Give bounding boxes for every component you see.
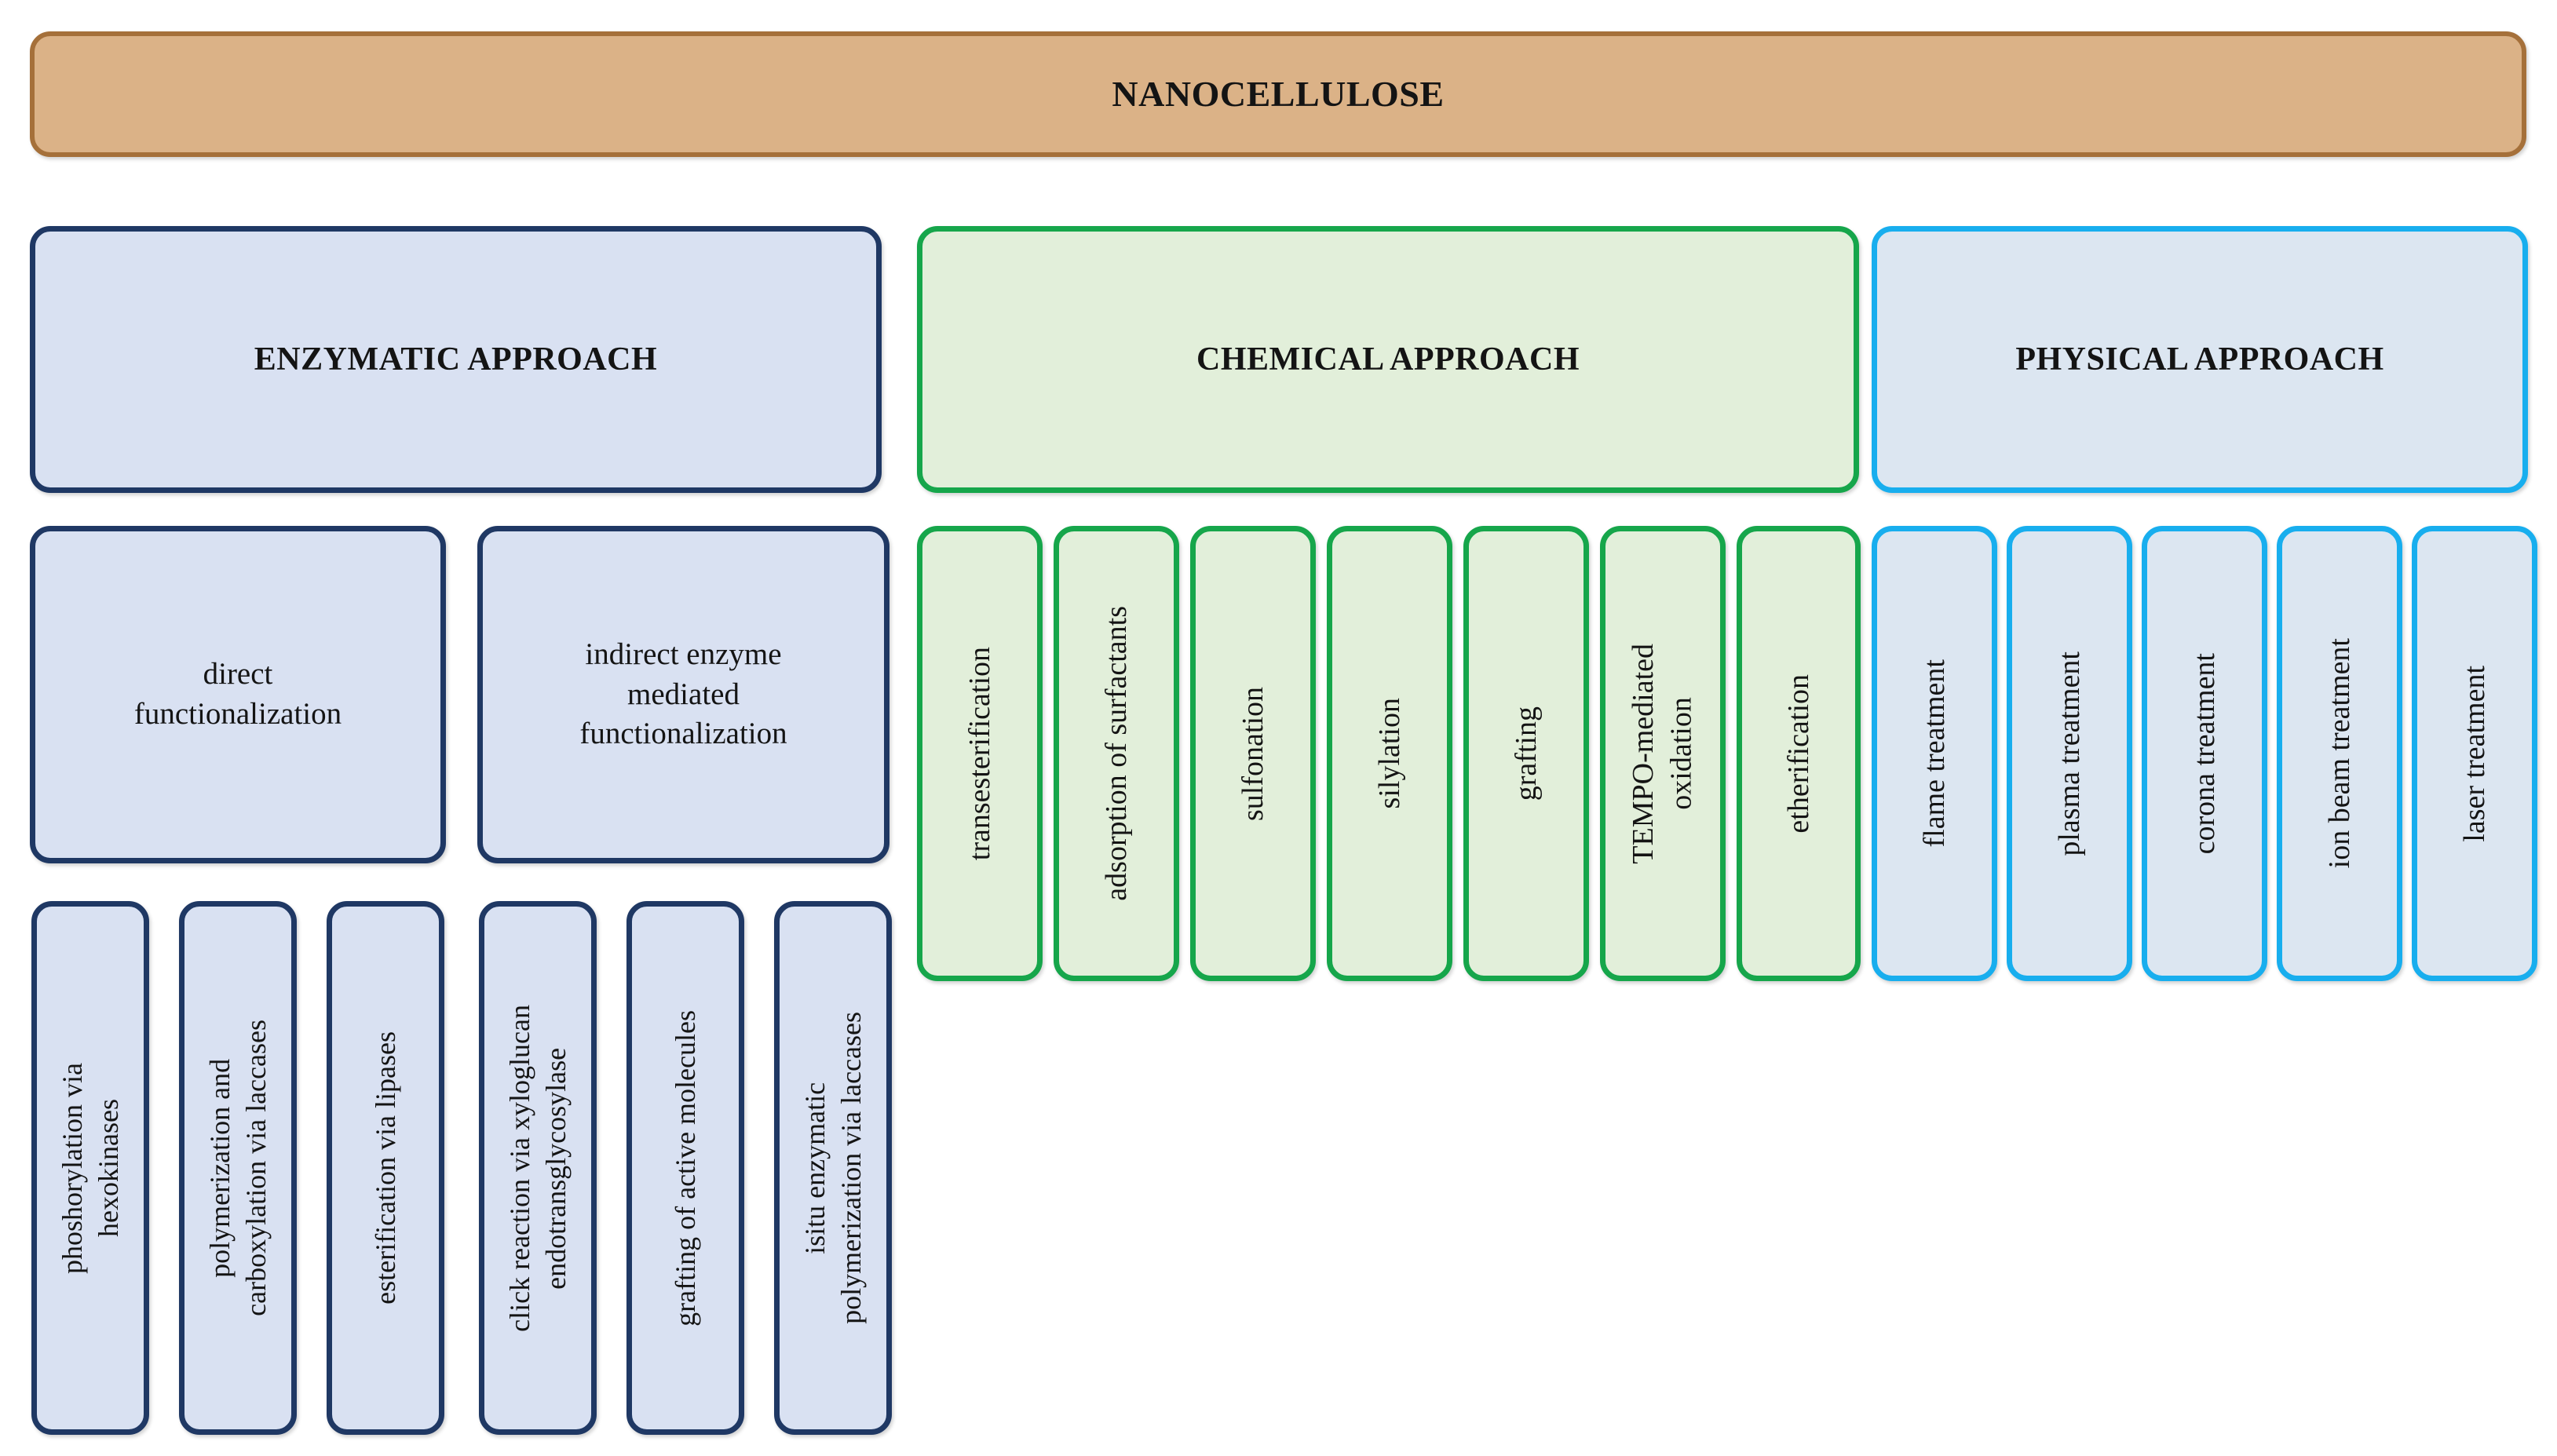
chemical-item-etherification-label: etherification bbox=[1781, 673, 1815, 834]
enzymatic-indirect-item-click-reaction-via-xyloglucan-endotransglycosylase-label: click reaction via xyloglucan endotransg… bbox=[503, 1004, 572, 1332]
root-node-nanocellulose[interactable]: NANOCELLULOSE bbox=[30, 31, 2526, 157]
physical-item-plasma-treatment-label: plasma treatment bbox=[2052, 651, 2086, 856]
chemical-item-sulfonation[interactable]: sulfonation bbox=[1190, 526, 1316, 981]
chemical-item-tempo-mediated-oxidation[interactable]: TEMPO-mediated oxidation bbox=[1600, 526, 1726, 981]
subgroup-direct-functionalization-label: direct functionalization bbox=[133, 657, 342, 731]
enzymatic-indirect-item-isitu-enzymatic-polymerization-via-laccases-label: isitu enzymatic polymerization via lacca… bbox=[798, 1012, 867, 1324]
chemical-item-transesterification-label: transesterification bbox=[963, 646, 996, 861]
chemical-item-adsorption-of-surfactants-label: adsorption of surfactants bbox=[1099, 606, 1133, 901]
chemical-item-adsorption-of-surfactants[interactable]: adsorption of surfactants bbox=[1054, 526, 1179, 981]
physical-item-ion-beam-treatment-label: ion beam treatment bbox=[2322, 638, 2356, 869]
chemical-item-silylation-label: silylation bbox=[1372, 698, 1406, 809]
branch-header-enzymatic-label: ENZYMATIC APPROACH bbox=[254, 341, 658, 378]
branch-header-physical[interactable]: PHYSICAL APPROACH bbox=[1872, 226, 2528, 493]
enzymatic-direct-item-phosphorylation-via-hexokinases-label: phoshorylation via hexokinases bbox=[56, 1062, 124, 1274]
physical-item-laser-treatment-label: laser treatment bbox=[2457, 665, 2491, 842]
enzymatic-indirect-item-click-reaction-via-xyloglucan-endotransglycosylase[interactable]: click reaction via xyloglucan endotransg… bbox=[479, 901, 597, 1435]
branch-header-enzymatic[interactable]: ENZYMATIC APPROACH bbox=[30, 226, 882, 493]
subgroup-indirect-enzyme-mediated-functionalization-label: indirect enzyme mediated functionalizati… bbox=[579, 637, 787, 751]
root-node-label: NANOCELLULOSE bbox=[1112, 73, 1445, 114]
enzymatic-indirect-item-grafting-of-active-molecules-label: grafting of active molecules bbox=[669, 1009, 701, 1326]
chemical-item-sulfonation-label: sulfonation bbox=[1236, 686, 1269, 821]
physical-item-corona-treatment[interactable]: corona treatment bbox=[2142, 526, 2267, 981]
branch-header-chemical[interactable]: CHEMICAL APPROACH bbox=[917, 226, 1859, 493]
chemical-item-grafting-label: grafting bbox=[1509, 706, 1543, 801]
physical-item-plasma-treatment[interactable]: plasma treatment bbox=[2007, 526, 2132, 981]
branch-header-physical-label: PHYSICAL APPROACH bbox=[2015, 341, 2384, 378]
enzymatic-direct-item-esterification-via-lipases-label: esterification via lipases bbox=[369, 1031, 401, 1305]
enzymatic-direct-item-esterification-via-lipases[interactable]: esterification via lipases bbox=[327, 901, 444, 1435]
physical-item-flame-treatment[interactable]: flame treatment bbox=[1872, 526, 1997, 981]
physical-item-flame-treatment-label: flame treatment bbox=[1917, 659, 1951, 848]
subgroup-indirect-enzyme-mediated-functionalization[interactable]: indirect enzyme mediated functionalizati… bbox=[477, 526, 889, 863]
physical-item-laser-treatment[interactable]: laser treatment bbox=[2412, 526, 2537, 981]
physical-item-corona-treatment-label: corona treatment bbox=[2187, 652, 2221, 855]
enzymatic-direct-item-polymerization-and-carboxylation-via-laccases[interactable]: polymerization and carboxylation via lac… bbox=[179, 901, 297, 1435]
branch-header-chemical-label: CHEMICAL APPROACH bbox=[1196, 341, 1580, 378]
chemical-item-grafting[interactable]: grafting bbox=[1463, 526, 1589, 981]
enzymatic-indirect-item-isitu-enzymatic-polymerization-via-laccases[interactable]: isitu enzymatic polymerization via lacca… bbox=[774, 901, 892, 1435]
subgroup-direct-functionalization[interactable]: direct functionalization bbox=[30, 526, 446, 863]
enzymatic-direct-item-phosphorylation-via-hexokinases[interactable]: phoshorylation via hexokinases bbox=[31, 901, 149, 1435]
chemical-item-tempo-mediated-oxidation-label: TEMPO-mediated oxidation bbox=[1627, 643, 1698, 864]
chemical-item-transesterification[interactable]: transesterification bbox=[917, 526, 1043, 981]
enzymatic-indirect-item-grafting-of-active-molecules[interactable]: grafting of active molecules bbox=[626, 901, 744, 1435]
physical-item-ion-beam-treatment[interactable]: ion beam treatment bbox=[2277, 526, 2402, 981]
chemical-item-etherification[interactable]: etherification bbox=[1737, 526, 1861, 981]
enzymatic-direct-item-polymerization-and-carboxylation-via-laccases-label: polymerization and carboxylation via lac… bbox=[203, 1020, 272, 1316]
chemical-item-silylation[interactable]: silylation bbox=[1327, 526, 1452, 981]
